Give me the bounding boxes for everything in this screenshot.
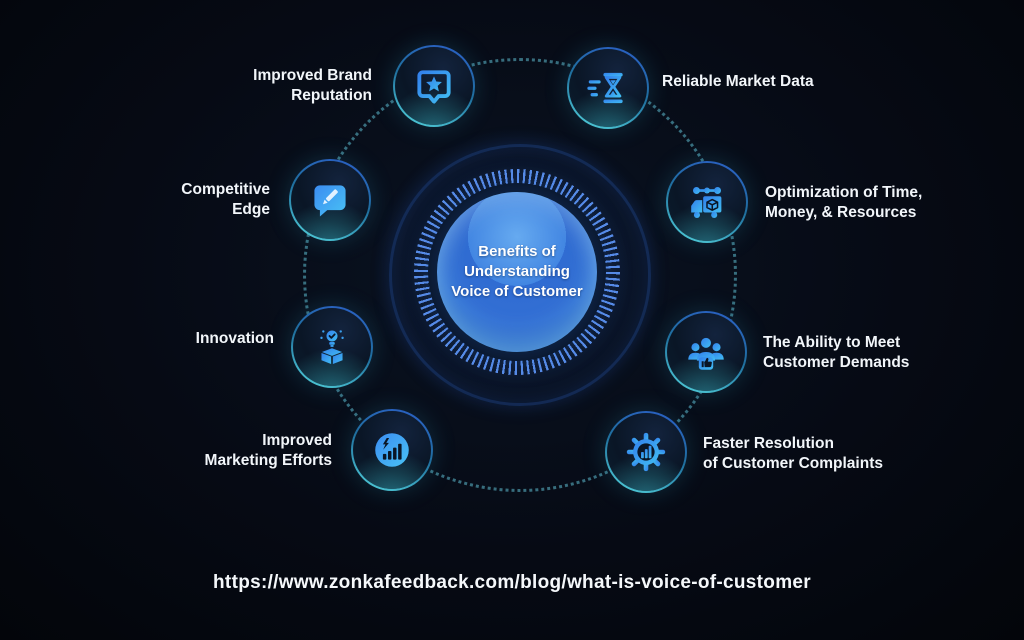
node-optimization (666, 161, 748, 243)
logistics-truck-icon (691, 187, 722, 219)
node-faster-resolution (605, 411, 687, 493)
node-competitive-edge (289, 159, 371, 241)
center-title-line: Benefits of (478, 242, 556, 260)
node-brand-reputation (393, 45, 475, 127)
node-marketing-efforts (351, 409, 433, 491)
dotted-orbit-circle (303, 58, 737, 492)
label-innovation: Innovation (195, 330, 274, 347)
pencil-bubble-icon (314, 185, 346, 217)
label-brand-reputation: Improved Brand Reputation (253, 67, 372, 105)
label-marketing-efforts: Improved Marketing Efforts (204, 432, 332, 470)
node-customer-demands (665, 311, 747, 393)
node-circle (569, 49, 647, 127)
label-optimization: Optimization of Time, Money, & Resources (765, 184, 923, 222)
center-title-line: Voice of Customer (451, 283, 583, 301)
label-market-data: Reliable Market Data (662, 73, 814, 90)
node-circle (291, 161, 369, 239)
label-faster-resolution: Faster Resolution of Customer Complaints (703, 435, 883, 473)
node-circle (667, 313, 745, 391)
node-circle (293, 308, 371, 386)
node-innovation (291, 306, 373, 388)
growth-chart-icon (375, 433, 409, 467)
star-badge-icon (417, 70, 451, 104)
node-market-data (567, 47, 649, 129)
node-circle (668, 163, 746, 241)
outer-ring (389, 144, 651, 406)
speed-hourglass-icon (587, 72, 623, 104)
label-competitive-edge: Competitive Edge (181, 181, 270, 219)
node-circle (353, 411, 431, 489)
node-circle (395, 47, 473, 125)
label-customer-demands: The Ability to Meet Customer Demands (763, 334, 910, 372)
source-url-link[interactable]: https://www.zonkafeedback.com/blog/what-… (213, 572, 811, 593)
idea-box-icon (320, 330, 344, 364)
center-title-line: Understanding (464, 262, 570, 280)
customers-thumbs-up-icon (688, 337, 724, 370)
center-circle: Benefits of Understanding Voice of Custo… (437, 192, 597, 352)
node-circle (607, 413, 685, 491)
gear-chart-icon (626, 432, 666, 472)
